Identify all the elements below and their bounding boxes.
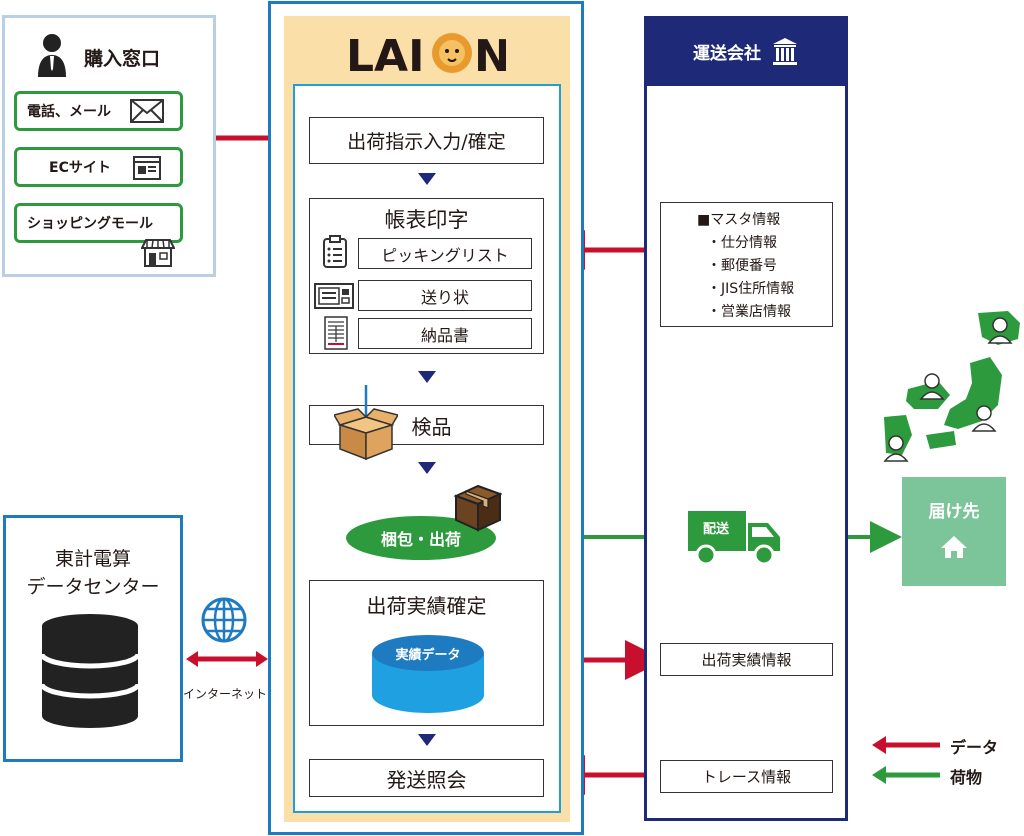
database-icon bbox=[39, 612, 141, 730]
purchase-item-ec-site: ECサイト bbox=[14, 147, 183, 187]
open-box-icon bbox=[332, 385, 400, 461]
purchase-item-label: 電話、メール bbox=[27, 104, 111, 120]
internet-arrowhead-right bbox=[256, 651, 268, 667]
person-icon bbox=[36, 33, 68, 79]
destination-box: 届け先 bbox=[902, 477, 1006, 586]
svg-text:N: N bbox=[474, 31, 506, 80]
legend-goods-label: 荷物 bbox=[950, 768, 983, 787]
inspection-label: 検品 bbox=[411, 414, 452, 439]
carrier-column bbox=[644, 16, 848, 821]
destination-label: 届け先 bbox=[928, 502, 980, 522]
master-info-box: ■マスタ情報 ・仕分情報 ・郵便番号 ・JIS住所情報 ・営業店情報 bbox=[660, 202, 833, 327]
doc-label: 納品書 bbox=[420, 325, 469, 345]
japan-map-icon bbox=[878, 305, 1024, 470]
flow-arrow-2 bbox=[418, 371, 436, 383]
result-info-box: 出荷実績情報 bbox=[660, 643, 833, 676]
master-item: ・JIS住所情報 bbox=[707, 281, 795, 297]
mail-icon bbox=[130, 99, 164, 123]
carrier-title: 運送会社 bbox=[693, 43, 761, 64]
invoice-icon bbox=[324, 316, 348, 350]
truck-label: 配送 bbox=[702, 522, 729, 537]
home-icon bbox=[941, 536, 967, 558]
clipboard-icon bbox=[322, 235, 348, 269]
carrier-header: 運送会社 bbox=[644, 16, 848, 86]
laion-logo-graphic: LAI N bbox=[346, 31, 511, 82]
internet-label: インターネット bbox=[183, 687, 268, 701]
datacenter-name-line1: 東計電算 bbox=[54, 548, 131, 570]
result-info-label: 出荷実績情報 bbox=[701, 651, 792, 669]
master-item: ・仕分情報 bbox=[707, 235, 777, 251]
purchase-item-label: ECサイト bbox=[49, 160, 111, 176]
doc-delivery-note: 納品書 bbox=[358, 318, 532, 349]
svg-text:LAI: LAI bbox=[346, 31, 424, 80]
purchase-item-shopping-mall: ショッピングモール bbox=[14, 203, 183, 243]
purchase-title: 購入窓口 bbox=[84, 48, 161, 70]
purchase-item-label: ショッピングモール bbox=[27, 216, 153, 232]
flow-arrow-4 bbox=[418, 734, 436, 746]
doc-shipping-label: 送り状 bbox=[358, 280, 532, 311]
browser-icon bbox=[133, 156, 161, 180]
master-item: ・郵便番号 bbox=[707, 258, 777, 274]
flow-arrow-1 bbox=[418, 173, 436, 185]
result-confirm-title: 出荷実績確定 bbox=[366, 594, 487, 618]
packing-label: 梱包・出荷 bbox=[380, 530, 461, 549]
laion-logo: LAI N bbox=[346, 26, 511, 82]
internet-arrowhead-left bbox=[186, 651, 198, 667]
building-icon bbox=[773, 38, 797, 65]
shipping-inquiry-label: 発送照会 bbox=[386, 767, 467, 792]
cardboard-box-icon bbox=[452, 482, 503, 532]
result-data-cylinder bbox=[370, 633, 486, 717]
master-item: ・営業店情報 bbox=[707, 304, 791, 320]
result-data-label: 実績データ bbox=[395, 648, 461, 663]
doc-label: ピッキングリスト bbox=[381, 245, 509, 265]
store-icon bbox=[140, 238, 176, 268]
globe-icon bbox=[201, 597, 247, 643]
flow-arrow-3 bbox=[418, 462, 436, 474]
form-print-title: 帳表印字 bbox=[384, 208, 469, 232]
legend-data-label: データ bbox=[950, 738, 999, 757]
shipping-input-label: 出荷指示入力/確定 bbox=[347, 131, 506, 153]
truck-icon bbox=[686, 507, 782, 567]
datacenter-name-line2: データセンター bbox=[26, 576, 160, 598]
legend-goods-arrowhead bbox=[872, 766, 886, 784]
shipping-input-box: 出荷指示入力/確定 bbox=[309, 117, 544, 164]
trace-info-box: トレース情報 bbox=[660, 760, 833, 793]
label-printer-icon bbox=[314, 283, 354, 309]
doc-label: 送り状 bbox=[420, 287, 469, 307]
master-title: ■マスタ情報 bbox=[697, 212, 781, 228]
legend-data-arrowhead bbox=[872, 736, 886, 754]
trace-info-label: トレース情報 bbox=[701, 768, 792, 786]
purchase-item-phone-mail: 電話、メール bbox=[14, 91, 183, 131]
doc-picking-list: ピッキングリスト bbox=[358, 238, 532, 269]
shipping-inquiry-box: 発送照会 bbox=[309, 759, 544, 797]
